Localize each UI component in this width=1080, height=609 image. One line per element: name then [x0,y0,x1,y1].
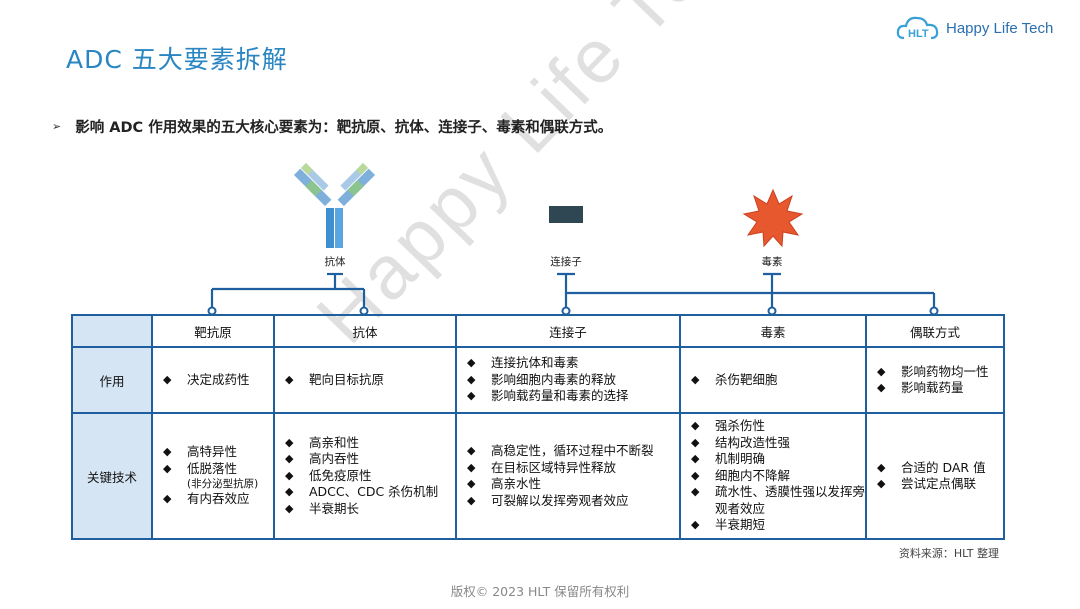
toxin-icon [742,188,804,248]
list-item: 可裂解以发挥旁观者效应 [467,493,679,510]
header-antibody: 抗体 [273,314,457,348]
row-label-function: 作用 [71,346,153,414]
list-item: 低免疫原性 [285,468,455,485]
header-toxin: 毒素 [679,314,867,348]
label-toxin: 毒素 [761,256,783,268]
cell-function-antibody: 靶向目标抗原 [273,346,457,414]
table-corner [71,314,153,348]
cell-tech-toxin: 强杀伤性 结构改造性强 机制明确 细胞内不降解 疏水性、透膜性强以发挥旁观者效应… [679,412,867,540]
header-conjugation: 偶联方式 [865,314,1005,348]
cell-tech-linker: 高稳定性，循环过程中不断裂 在目标区域特异性释放 高亲水性 可裂解以发挥旁观者效… [455,412,681,540]
list-item: 有内吞效应 [163,491,273,508]
intro-text: 影响 ADC 作用效果的五大核心要素为：靶抗原、抗体、连接子、毒素和偶联方式。 [75,120,613,136]
cell-function-antigen: 决定成药性 [151,346,275,414]
list-item: 影响细胞内毒素的释放 [467,372,679,389]
list-item: 高亲和性 [285,435,455,452]
list-item: 低脱落性 [163,461,273,478]
svg-text:HLT: HLT [908,28,929,40]
list-item: 高特异性 [163,444,273,461]
list-item: 靶向目标抗原 [285,372,455,389]
list-item: 疏水性、透膜性强以发挥旁观者效应 [691,484,865,517]
list-item: 连接抗体和毒素 [467,355,679,372]
cell-function-conjugation: 影响药物均一性 影响载药量 [865,346,1005,414]
list-item: 半衰期短 [691,517,865,534]
antibody-icon [293,162,376,248]
list-item-note: (非分泌型抗原) [187,478,259,491]
list-item: 高内吞性 [285,451,455,468]
arrow-bullet-icon: ➢ [52,120,62,133]
list-item: 杀伤靶细胞 [691,372,865,389]
cell-tech-antibody: 高亲和性 高内吞性 低免疫原性 ADCC、CDC 杀伤机制 半衰期长 [273,412,457,540]
list-item: 尝试定点偶联 [877,476,1003,493]
list-item: 结构改造性强 [691,435,865,452]
list-item: 合适的 DAR 值 [877,460,1003,477]
linker-icon [549,206,583,223]
table-header-row: 靶抗原 抗体 连接子 毒素 偶联方式 [71,314,1005,348]
header-target-antigen: 靶抗原 [151,314,275,348]
list-item: 强杀伤性 [691,418,865,435]
list-item: 影响药物均一性 [877,364,1003,381]
list-item: 影响载药量 [877,380,1003,397]
page-title: ADC 五大要素拆解 [66,45,288,74]
list-item: 影响载药量和毒素的选择 [467,388,679,405]
cell-function-linker: 连接抗体和毒素 影响细胞内毒素的释放 影响载药量和毒素的选择 [455,346,681,414]
header-linker: 连接子 [455,314,681,348]
company-logo: HLT Happy Life Tech [896,14,1053,42]
row-label-key-tech: 关键技术 [71,412,153,540]
list-item: ADCC、CDC 杀伤机制 [285,484,455,501]
cell-tech-antigen: 高特异性 低脱落性 (非分泌型抗原) 有内吞效应 [151,412,275,540]
label-linker: 连接子 [550,256,582,268]
list-item: 决定成药性 [163,372,273,389]
cell-tech-conjugation: 合适的 DAR 值 尝试定点偶联 [865,412,1005,540]
list-item: 在目标区域特异性释放 [467,460,679,477]
cloud-logo-icon: HLT [896,16,939,40]
list-item: 细胞内不降解 [691,468,865,485]
table-row-key-tech: 关键技术 高特异性 低脱落性 (非分泌型抗原) 有内吞效应 高亲和性 高内吞性 … [71,412,1005,540]
copyright-footer: 版权© 2023 HLT 保留所有权利 [450,584,630,599]
cell-function-toxin: 杀伤靶细胞 [679,346,867,414]
list-item: 机制明确 [691,451,865,468]
source-note: 资料来源：HLT 整理 [898,547,999,560]
list-item: 高稳定性，循环过程中不断裂 [467,443,679,460]
elements-table: 靶抗原 抗体 连接子 毒素 偶联方式 作用 决定成药性 靶向目标抗原 连接抗体和… [71,314,1005,540]
component-diagram [207,162,939,316]
logo-text: Happy Life Tech [946,19,1054,37]
label-antibody: 抗体 [324,256,346,268]
list-item: 高亲水性 [467,476,679,493]
intro-bullet: ➢ 影响 ADC 作用效果的五大核心要素为：靶抗原、抗体、连接子、毒素和偶联方式… [52,116,612,137]
list-item: 半衰期长 [285,501,455,518]
table-row-function: 作用 决定成药性 靶向目标抗原 连接抗体和毒素 影响细胞内毒素的释放 影响载药量… [71,346,1005,414]
